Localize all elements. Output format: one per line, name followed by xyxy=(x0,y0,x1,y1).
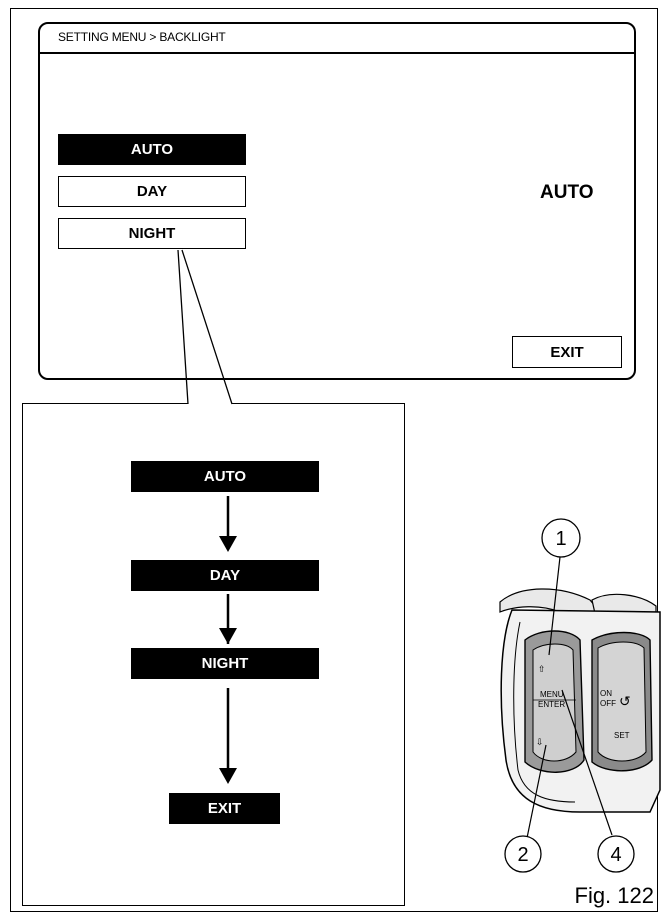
option-day[interactable]: DAY xyxy=(58,176,246,207)
flow-step-night: NIGHT xyxy=(131,648,319,679)
current-value: AUTO xyxy=(540,182,594,203)
flow-step-exit: EXIT xyxy=(169,793,280,824)
figure-frame xyxy=(10,8,658,912)
option-auto[interactable]: AUTO xyxy=(58,134,246,165)
flow-step-day: DAY xyxy=(131,560,319,591)
option-night[interactable]: NIGHT xyxy=(58,218,246,249)
breadcrumb: SETTING MENU > BACKLIGHT xyxy=(58,30,226,44)
flow-step-auto: AUTO xyxy=(131,461,319,492)
display-screen: SETTING MENU > BACKLIGHT AUTO DAY NIGHT … xyxy=(38,22,636,380)
figure-label: Fig. 122 xyxy=(574,883,655,908)
exit-button[interactable]: EXIT xyxy=(512,336,622,368)
screen-header: SETTING MENU > BACKLIGHT xyxy=(40,24,634,54)
